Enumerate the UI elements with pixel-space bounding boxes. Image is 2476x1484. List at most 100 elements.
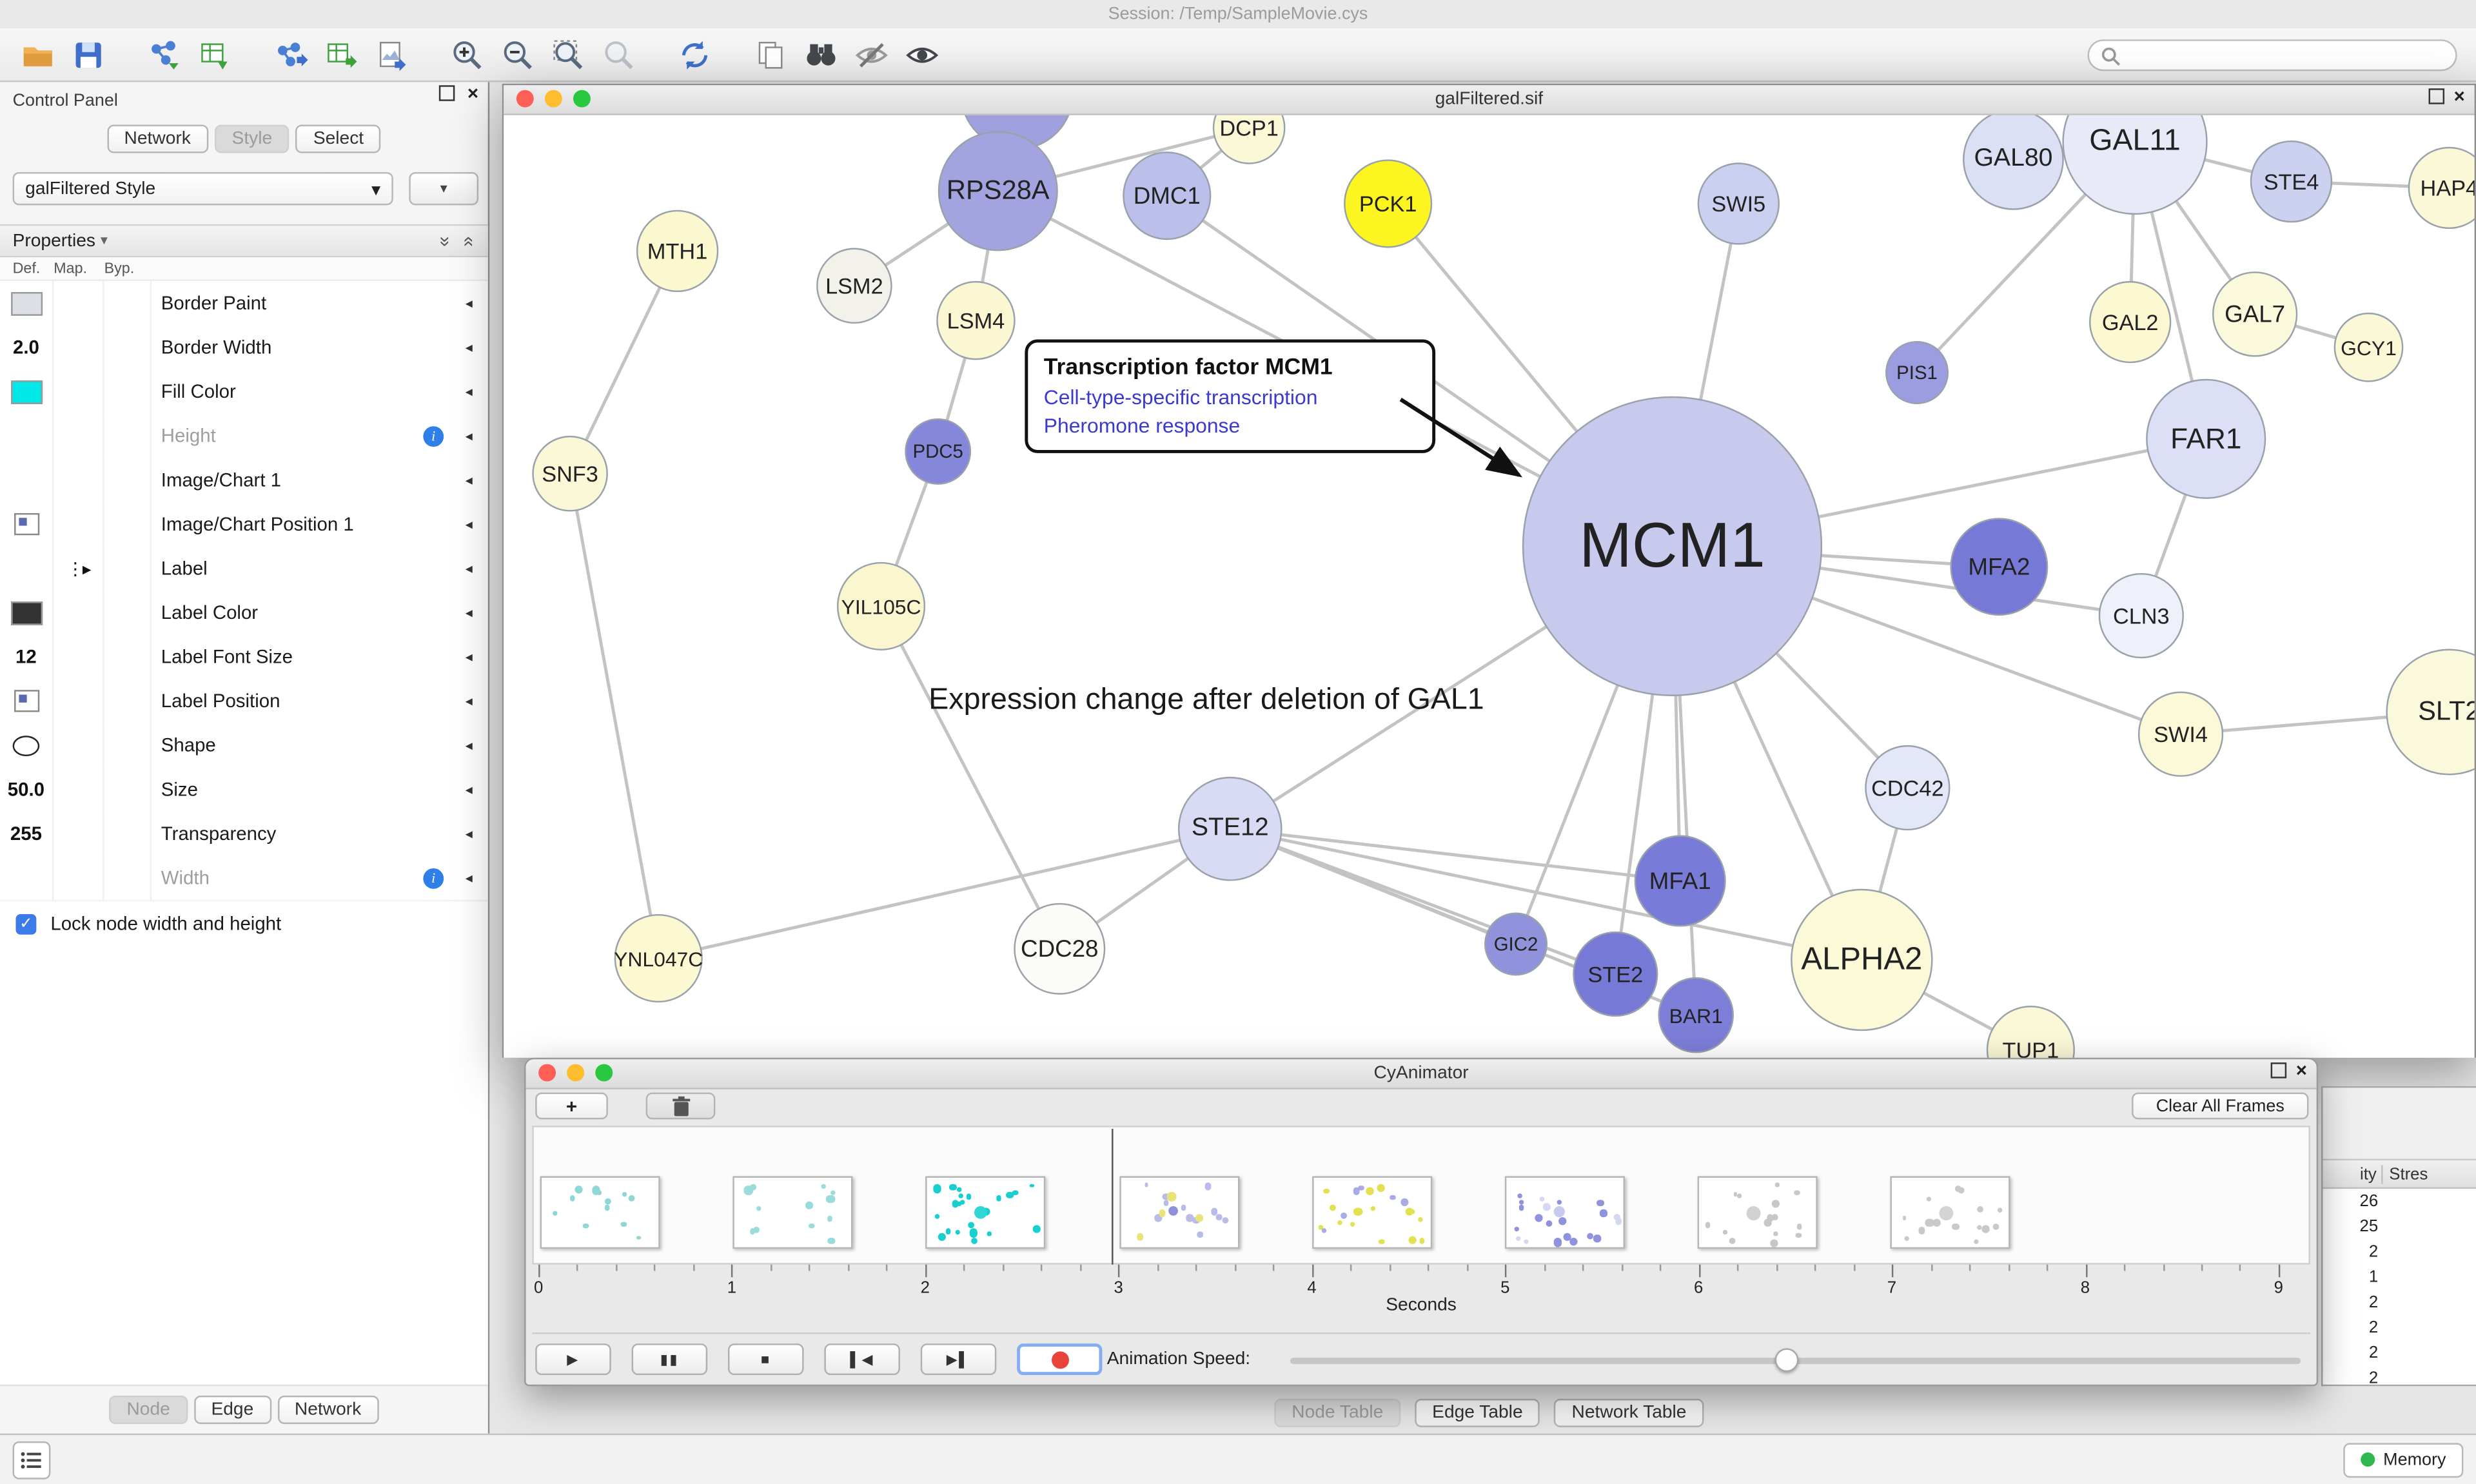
network-node[interactable]: TUP1 <box>1986 1006 2075 1058</box>
property-row[interactable]: Border Paint◂ <box>0 280 488 326</box>
tab-node-table[interactable]: Node Table <box>1274 1398 1401 1427</box>
expand-row-icon[interactable]: ◂ <box>465 427 473 443</box>
annotation-link[interactable]: Pheromone response <box>1043 413 1241 438</box>
copy-button[interactable] <box>745 32 796 77</box>
style-options-button[interactable]: ▾ <box>409 171 479 206</box>
tab-node[interactable]: Node <box>109 1395 188 1424</box>
table-row[interactable]: 2 <box>2323 1340 2476 1365</box>
expand-row-icon[interactable]: ◂ <box>465 781 473 797</box>
table-header-row[interactable]: ity Stres <box>2323 1160 2476 1189</box>
color-swatch[interactable] <box>10 291 42 315</box>
network-node[interactable]: PDC5 <box>905 418 972 485</box>
network-node[interactable]: MTH1 <box>636 210 719 293</box>
delete-frame-button[interactable] <box>645 1092 716 1120</box>
expand-row-icon[interactable]: ◂ <box>465 294 473 311</box>
tab-edge-table[interactable]: Edge Table <box>1415 1398 1540 1427</box>
table-row[interactable]: 25 <box>2323 1214 2476 1239</box>
column-header[interactable]: Stres <box>2389 1164 2428 1184</box>
frame-thumbnail[interactable] <box>732 1176 853 1249</box>
open-file-button[interactable] <box>13 32 63 77</box>
tab-edge[interactable]: Edge <box>193 1395 271 1424</box>
zoom-out-button[interactable] <box>493 32 543 77</box>
network-node[interactable]: LSM4 <box>936 280 1016 360</box>
zoom-fit-button[interactable] <box>543 32 593 77</box>
network-node[interactable]: DMC1 <box>1123 151 1212 240</box>
show-all-button[interactable] <box>897 32 947 77</box>
tab-style[interactable]: Style <box>214 124 290 153</box>
network-node[interactable]: MFA2 <box>1950 518 2049 616</box>
network-node[interactable]: GCY1 <box>2334 312 2404 382</box>
network-node[interactable]: RPS28A <box>938 131 1058 251</box>
refresh-layout-button[interactable] <box>669 32 720 77</box>
property-row[interactable]: Shape◂ <box>0 723 488 768</box>
export-network-button[interactable] <box>265 32 315 77</box>
network-node[interactable]: PCK1 <box>1344 159 1433 248</box>
hide-selected-button[interactable] <box>847 32 897 77</box>
network-node[interactable]: BAR1 <box>1658 977 1734 1053</box>
float-window-icon[interactable] <box>2270 1062 2287 1079</box>
style-selector[interactable]: galFiltered Style ▾ <box>12 171 393 206</box>
expand-row-icon[interactable]: ◂ <box>465 603 473 620</box>
network-node[interactable]: MCM1 <box>1522 396 1823 697</box>
network-node[interactable]: GAL7 <box>2212 271 2298 357</box>
color-swatch[interactable] <box>10 600 42 625</box>
close-view-icon[interactable]: × <box>2295 1059 2307 1082</box>
expand-row-icon[interactable]: ◂ <box>465 869 473 885</box>
table-row[interactable]: 1 <box>2323 1265 2476 1290</box>
tab-select[interactable]: Select <box>295 124 382 153</box>
zoom-in-button[interactable] <box>442 32 493 77</box>
info-icon[interactable]: i <box>423 867 444 888</box>
property-row[interactable]: Fill Color◂ <box>0 369 488 414</box>
annotation-box[interactable]: Transcription factor MCM1 Cell-type-spec… <box>1025 339 1436 453</box>
close-window-icon[interactable] <box>538 1064 556 1082</box>
network-canvas[interactable]: Transcription factor MCM1 Cell-type-spec… <box>504 115 2475 1058</box>
network-node[interactable]: YNL047C <box>614 913 703 1003</box>
property-row[interactable]: Image/Chart Position 1◂ <box>0 502 488 547</box>
expand-row-icon[interactable]: ◂ <box>465 692 473 708</box>
table-row[interactable]: 2 <box>2323 1239 2476 1264</box>
float-window-icon[interactable] <box>2428 88 2444 104</box>
table-row[interactable]: 2 <box>2323 1290 2476 1315</box>
expand-row-icon[interactable]: ◂ <box>465 648 473 664</box>
animation-speed-slider-thumb[interactable] <box>1774 1348 1799 1372</box>
zoom-window-icon[interactable] <box>595 1064 613 1082</box>
frame-thumbnail[interactable] <box>926 1176 1046 1249</box>
table-row[interactable]: 2 <box>2323 1365 2476 1384</box>
annotation-link[interactable]: Cell-type-specific transcription <box>1043 385 1318 409</box>
frame-thumbnail[interactable] <box>1698 1176 1818 1249</box>
expand-row-icon[interactable]: ◂ <box>465 560 473 576</box>
expand-row-icon[interactable]: ◂ <box>465 515 473 532</box>
network-node[interactable]: CDC28 <box>1014 903 1106 995</box>
cyanimator-titlebar[interactable]: CyAnimator × <box>526 1059 2317 1089</box>
network-node[interactable]: SLT2 <box>2386 649 2475 776</box>
frame-thumbnail[interactable] <box>540 1176 660 1249</box>
play-button[interactable]: ▶ <box>535 1343 611 1376</box>
zoom-window-icon[interactable] <box>573 90 591 108</box>
property-row[interactable]: Image/Chart 1◂ <box>0 458 488 502</box>
column-header[interactable]: ity <box>2323 1164 2383 1184</box>
frame-thumbnail[interactable] <box>1119 1176 1239 1249</box>
expand-row-icon[interactable]: ◂ <box>465 471 473 487</box>
network-node[interactable]: SNF3 <box>532 435 608 512</box>
expand-all-icon[interactable]: « <box>458 235 482 246</box>
first-neighbors-button[interactable] <box>796 32 846 77</box>
close-window-icon[interactable] <box>516 90 534 108</box>
property-row[interactable]: ⋮▸Label◂ <box>0 546 488 591</box>
network-node[interactable]: CLN3 <box>2098 572 2184 659</box>
network-node[interactable]: PIS1 <box>1885 340 1949 404</box>
network-node[interactable]: MFA1 <box>1634 835 1726 927</box>
zoom-selected-button[interactable] <box>594 32 644 77</box>
pause-button[interactable]: ▮▮ <box>631 1343 708 1376</box>
minimize-window-icon[interactable] <box>544 90 562 108</box>
skip-to-start-button[interactable]: ▌◀ <box>824 1343 900 1376</box>
table-row[interactable]: 2 <box>2323 1315 2476 1340</box>
network-node[interactable]: LSM2 <box>816 248 892 324</box>
search-box[interactable] <box>2087 39 2457 72</box>
expand-row-icon[interactable]: ◂ <box>465 338 473 355</box>
import-table-button[interactable] <box>190 32 240 77</box>
properties-section-header[interactable]: Properties ▾ » « <box>0 224 488 258</box>
